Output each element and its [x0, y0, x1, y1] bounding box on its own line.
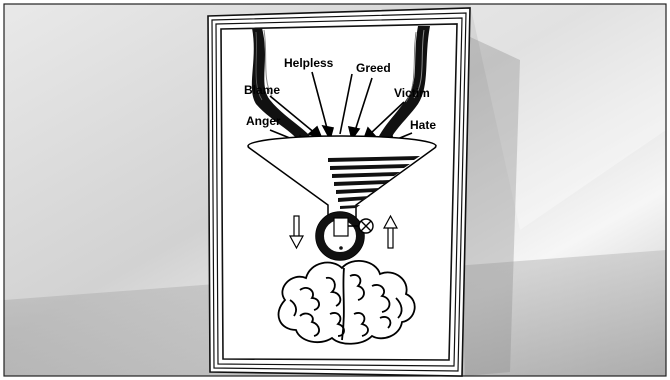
label-helpless: Helpless	[284, 56, 334, 70]
label-victim: Victim	[394, 86, 430, 100]
label-hate: Hate	[410, 118, 436, 132]
label-blame: Blame	[244, 83, 280, 97]
label-anger: Anger	[246, 114, 281, 128]
label-greed: Greed	[356, 61, 391, 75]
